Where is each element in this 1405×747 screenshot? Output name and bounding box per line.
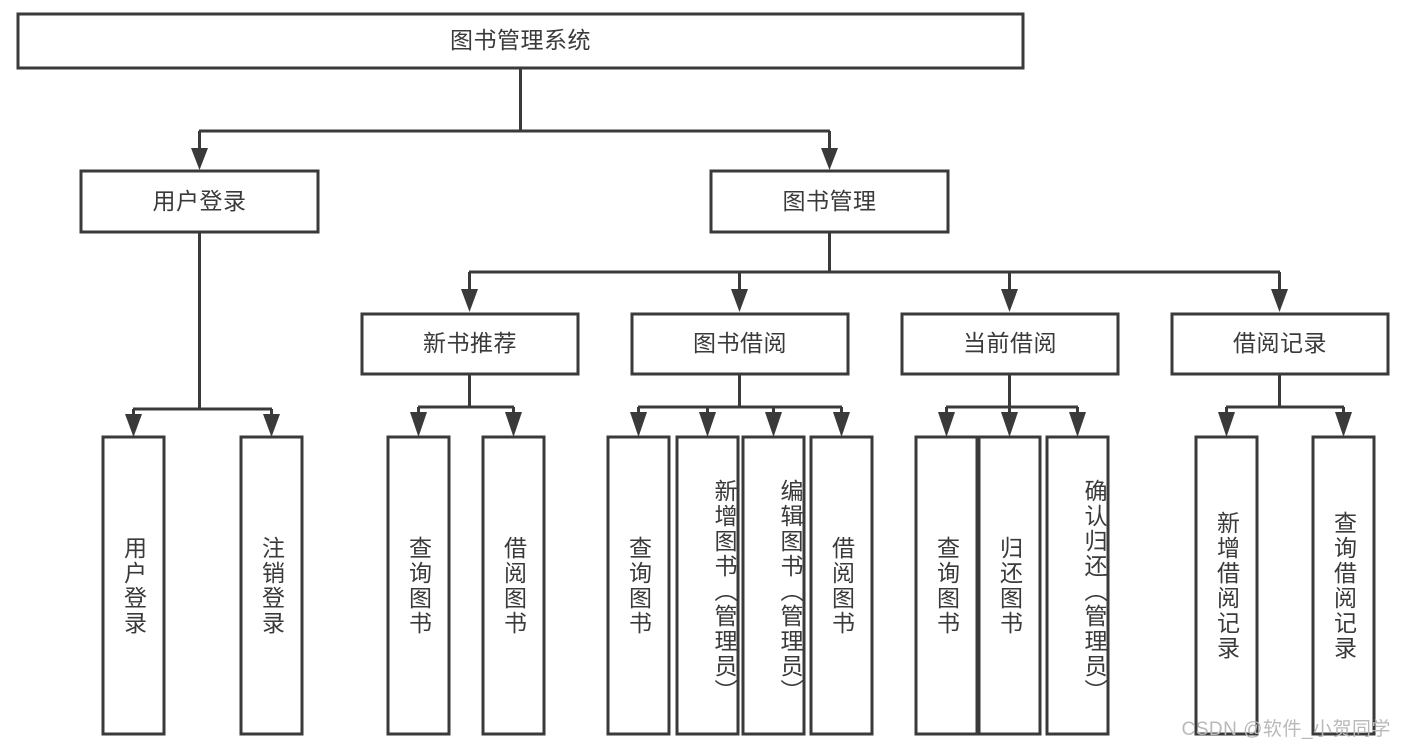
- arrowhead-new-book-leaf-2: [505, 412, 522, 437]
- node-box-leaf-return-book[interactable]: [977, 435, 1042, 736]
- node-box-leaf-borrow-book-1[interactable]: [481, 435, 546, 736]
- node-box-leaf-edit-book-admin[interactable]: [741, 435, 806, 736]
- node-box-borrow-record[interactable]: [1170, 312, 1390, 376]
- arrowhead-borrow-record-leaf-1: [1218, 412, 1235, 437]
- arrowhead-level3-1: [461, 289, 478, 312]
- node-box-leaf-logout[interactable]: [239, 435, 304, 736]
- arrowhead-level3-3: [1001, 289, 1018, 312]
- arrowhead-level3-4: [1271, 289, 1288, 312]
- arrowhead-current-borrow-leaf-1: [938, 412, 955, 437]
- node-box-leaf-add-book-admin[interactable]: [675, 435, 740, 736]
- node-box-leaf-query-borrow-record[interactable]: [1311, 435, 1376, 736]
- arrowhead-level2-2: [821, 148, 838, 170]
- node-box-leaf-user-login[interactable]: [101, 435, 166, 736]
- arrowhead-book-borrow-leaf-1: [630, 412, 647, 437]
- node-box-leaf-query-book-1[interactable]: [386, 435, 451, 736]
- node-box-root[interactable]: [16, 12, 1025, 70]
- node-box-leaf-confirm-return-admin[interactable]: [1045, 435, 1110, 736]
- node-box-book-management[interactable]: [709, 169, 950, 234]
- arrowhead-book-borrow-leaf-4: [833, 412, 850, 437]
- arrowhead-user-login-leaf-2: [263, 414, 280, 437]
- node-box-user-login[interactable]: [79, 169, 320, 234]
- arrowhead-borrow-record-leaf-2: [1335, 412, 1352, 437]
- arrowhead-user-login-leaf-1: [125, 414, 142, 437]
- node-box-book-borrow[interactable]: [630, 312, 850, 376]
- node-box-new-book-recommend[interactable]: [360, 312, 580, 376]
- node-box-leaf-borrow-book-2[interactable]: [809, 435, 874, 736]
- arrowhead-new-book-leaf-1: [410, 412, 427, 437]
- arrowhead-book-borrow-leaf-2: [699, 412, 716, 437]
- arrowhead-current-borrow-leaf-2: [1001, 412, 1018, 437]
- arrowhead-book-borrow-leaf-3: [765, 412, 782, 437]
- node-box-current-borrow[interactable]: [900, 312, 1120, 376]
- node-box-leaf-add-borrow-record[interactable]: [1194, 435, 1259, 736]
- arrowhead-current-borrow-leaf-3: [1069, 412, 1086, 437]
- node-box-leaf-query-book-3[interactable]: [914, 435, 979, 736]
- node-box-leaf-query-book-2[interactable]: [606, 435, 671, 736]
- arrowhead-level3-2: [731, 289, 748, 312]
- arrowhead-level2-1: [191, 148, 208, 170]
